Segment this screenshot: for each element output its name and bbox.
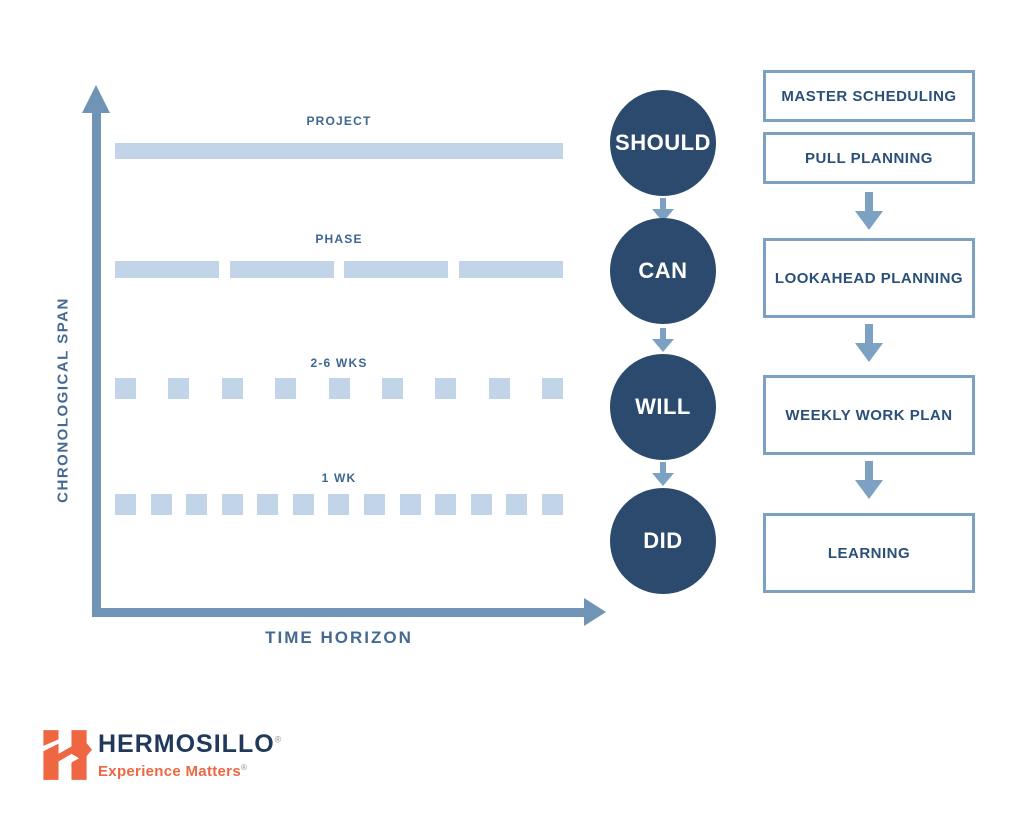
logo-tagline: Experience Matters®	[98, 763, 282, 780]
bar-segment	[150, 494, 172, 515]
box-master-scheduling: MASTER SCHEDULING	[763, 70, 975, 122]
bar-segment	[221, 378, 243, 399]
row-label-phase: PHASE	[315, 232, 363, 246]
bar-segment	[470, 494, 492, 515]
logo-tagline-text: Experience Matters	[98, 763, 241, 780]
registered-mark-icon: ®	[240, 763, 248, 772]
bar-segment	[115, 261, 219, 278]
bar-segment	[364, 494, 386, 515]
arrow-down-icon	[855, 324, 883, 362]
arrow-down-icon	[855, 461, 883, 499]
row-bars-1-wk	[115, 494, 563, 515]
registered-mark-icon: ®	[274, 734, 283, 745]
row-bars-2-6-wks	[115, 378, 563, 399]
box-lookahead-planning: LOOKAHEAD PLANNING	[763, 238, 975, 318]
bar-segment	[542, 378, 563, 399]
bar-segment	[435, 494, 457, 515]
arrow-down-icon	[652, 328, 674, 352]
circle-will: WILL	[610, 354, 716, 460]
row-label-1-wk: 1 WK	[321, 471, 357, 485]
bar-segment	[381, 378, 403, 399]
box-weekly-work-plan: WEEKLY WORK PLAN	[763, 375, 975, 455]
y-axis-label: CHRONOLOGICAL SPAN	[54, 297, 72, 503]
arrow-down-icon	[855, 192, 883, 230]
box-pull-planning: PULL PLANNING	[763, 132, 975, 184]
row-bars-project	[115, 143, 563, 159]
x-axis-line	[92, 608, 584, 617]
bar-segment	[435, 378, 457, 399]
row-bars-phase	[115, 261, 563, 278]
bar-segment	[221, 494, 243, 515]
arrow-down-icon	[652, 462, 674, 486]
bar-segment	[488, 378, 510, 399]
box-learning: LEARNING	[763, 513, 975, 593]
circle-did: DID	[610, 488, 716, 594]
bar-segment	[275, 378, 297, 399]
logo-wordmark: HERMOSILLO®	[98, 732, 282, 757]
hermosillo-h-icon	[43, 730, 92, 780]
x-axis-label: TIME HORIZON	[265, 628, 413, 647]
y-axis-arrowhead-icon	[82, 85, 110, 113]
bar-segment	[115, 143, 563, 159]
bar-segment	[115, 494, 136, 515]
circle-can: CAN	[610, 218, 716, 324]
bar-segment	[257, 494, 279, 515]
bar-segment	[186, 494, 208, 515]
bar-segment	[344, 261, 449, 278]
row-label-2-6-wks: 2-6 WKS	[310, 356, 368, 370]
bar-segment	[292, 494, 314, 515]
bar-segment	[541, 494, 563, 515]
bar-segment	[458, 261, 563, 278]
bar-segment	[328, 494, 350, 515]
bar-segment	[399, 494, 421, 515]
hermosillo-logo: HERMOSILLO® Experience Matters®	[38, 728, 282, 782]
arrow-down-icon	[652, 198, 674, 222]
bar-segment	[229, 261, 334, 278]
x-axis-arrowhead-icon	[584, 598, 606, 626]
bar-segment	[506, 494, 528, 515]
bar-segment	[115, 378, 136, 399]
circle-should: SHOULD	[610, 90, 716, 196]
bar-segment	[168, 378, 190, 399]
row-label-project: PROJECT	[306, 114, 372, 128]
logo-text-block: HERMOSILLO® Experience Matters®	[98, 728, 282, 780]
y-axis-line	[92, 112, 101, 617]
logo-name-text: HERMOSILLO	[98, 730, 275, 758]
bar-segment	[328, 378, 350, 399]
